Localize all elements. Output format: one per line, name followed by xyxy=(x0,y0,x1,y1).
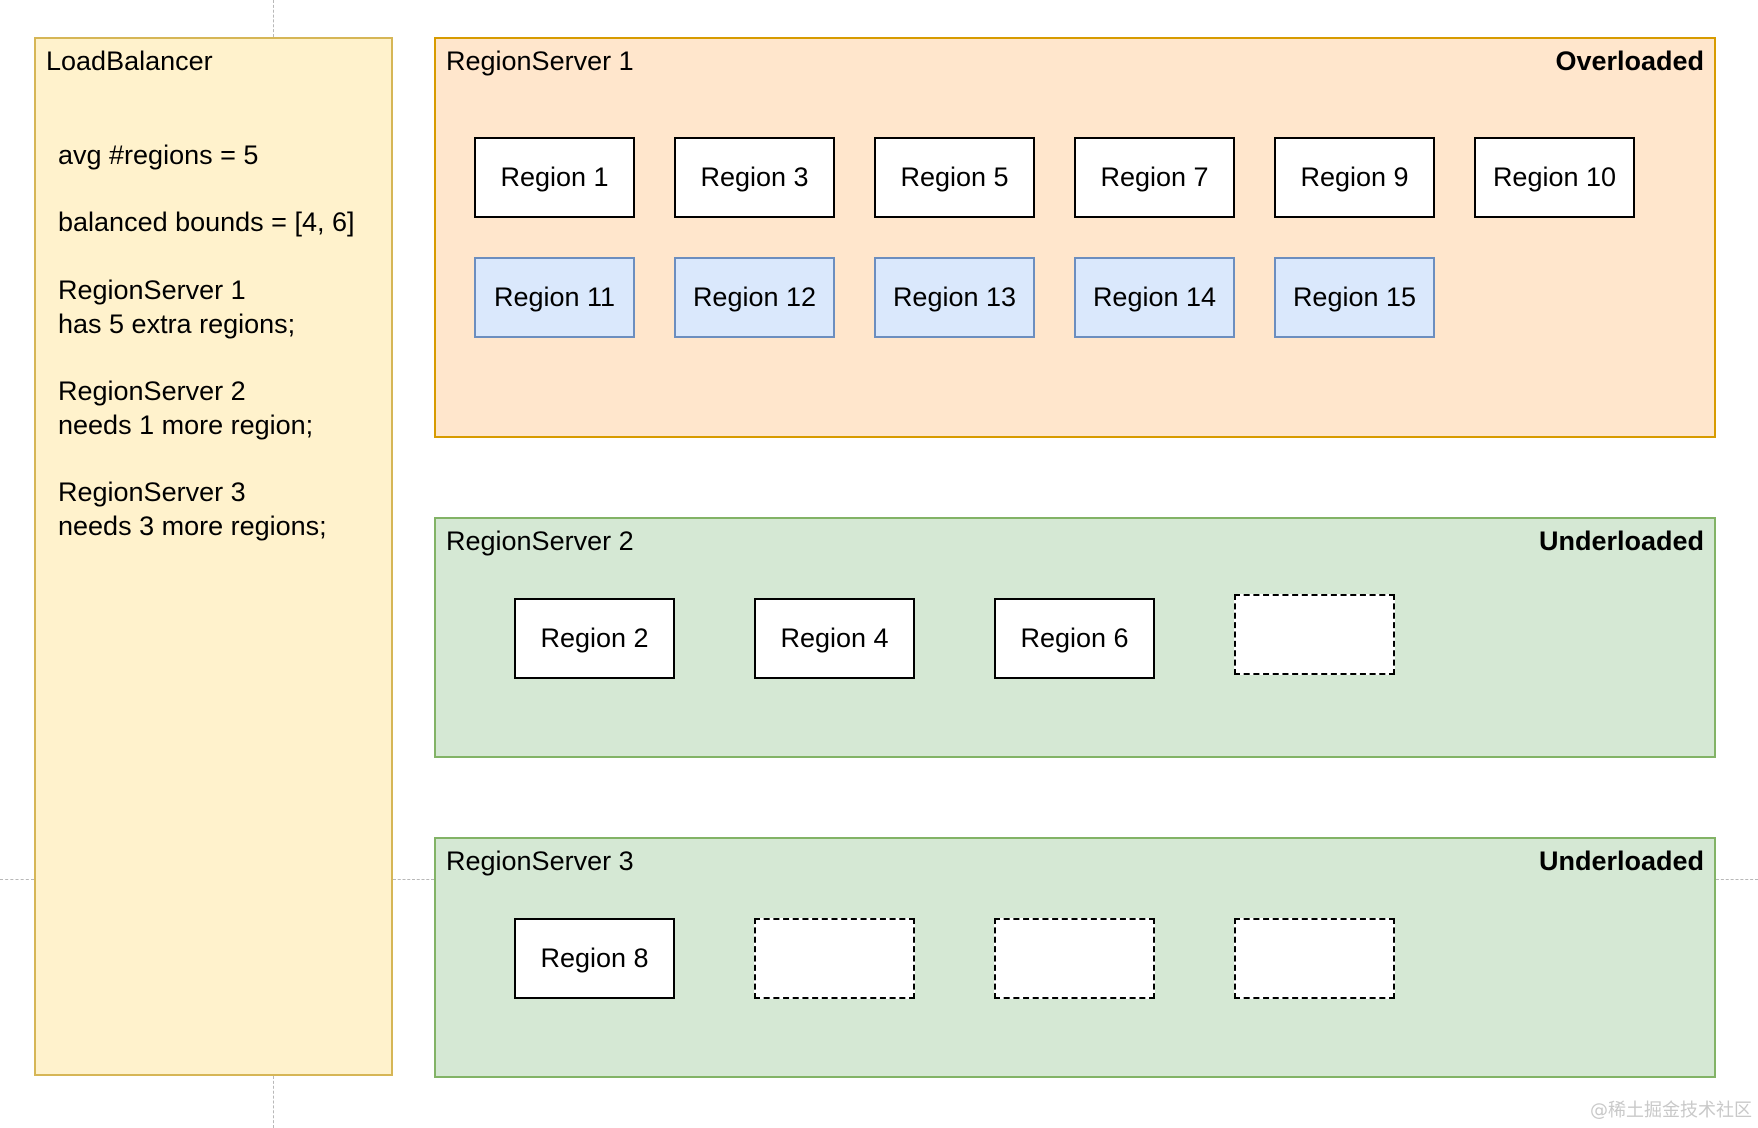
region-box: Region 4 xyxy=(754,598,915,679)
guide-line-bottom xyxy=(273,1076,274,1128)
load-balancer-title: LoadBalancer xyxy=(46,46,213,76)
region-box: Region 8 xyxy=(514,918,675,999)
regionserver-1-title: RegionServer 1 xyxy=(446,46,634,76)
avg-regions-text: avg #regions = 5 xyxy=(58,140,259,170)
regionserver-2-note-detail: needs 1 more region; xyxy=(58,410,314,440)
guide-line-left xyxy=(0,879,34,880)
regionserver-2-note-title: RegionServer 2 xyxy=(58,376,246,406)
empty-region-slot xyxy=(754,918,915,999)
regionserver-2-status: Underloaded xyxy=(1538,526,1704,556)
extra-region-box: Region 13 xyxy=(874,257,1035,338)
regionserver-3-status: Underloaded xyxy=(1538,846,1704,876)
extra-region-box: Region 11 xyxy=(474,257,635,338)
region-box: Region 10 xyxy=(1474,137,1635,218)
watermark-text: @稀土掘金技术社区 xyxy=(1590,1100,1752,1121)
empty-region-slot xyxy=(994,918,1155,999)
regionserver-1-note-title: RegionServer 1 xyxy=(58,275,246,305)
region-box: Region 3 xyxy=(674,137,835,218)
regionserver-3-box: RegionServer 3 Underloaded Region 8 xyxy=(434,837,1716,1078)
guide-line-top xyxy=(273,0,274,37)
regionserver-1-box: RegionServer 1 Overloaded Region 1 Regio… xyxy=(434,37,1716,438)
region-box: Region 9 xyxy=(1274,137,1435,218)
region-box: Region 6 xyxy=(994,598,1155,679)
extra-region-box: Region 15 xyxy=(1274,257,1435,338)
regionserver-3-note-detail: needs 3 more regions; xyxy=(58,511,327,541)
extra-region-box: Region 14 xyxy=(1074,257,1235,338)
regionserver-1-status: Overloaded xyxy=(1555,46,1704,76)
extra-region-box: Region 12 xyxy=(674,257,835,338)
region-box: Region 5 xyxy=(874,137,1035,218)
balanced-bounds-text: balanced bounds = [4, 6] xyxy=(58,207,355,237)
regionserver-3-title: RegionServer 3 xyxy=(446,846,634,876)
empty-region-slot xyxy=(1234,918,1395,999)
regionserver-2-box: RegionServer 2 Underloaded Region 2 Regi… xyxy=(434,517,1716,758)
regionserver-3-note-title: RegionServer 3 xyxy=(58,477,246,507)
regionserver-2-title: RegionServer 2 xyxy=(446,526,634,556)
regionserver-1-note-detail: has 5 extra regions; xyxy=(58,309,296,339)
region-box: Region 2 xyxy=(514,598,675,679)
empty-region-slot xyxy=(1234,594,1395,675)
region-box: Region 1 xyxy=(474,137,635,218)
load-balancer-panel: LoadBalancer avg #regions = 5 balanced b… xyxy=(34,37,393,1076)
guide-line-middle xyxy=(393,879,434,880)
region-box: Region 7 xyxy=(1074,137,1235,218)
guide-line-right xyxy=(1716,879,1758,880)
